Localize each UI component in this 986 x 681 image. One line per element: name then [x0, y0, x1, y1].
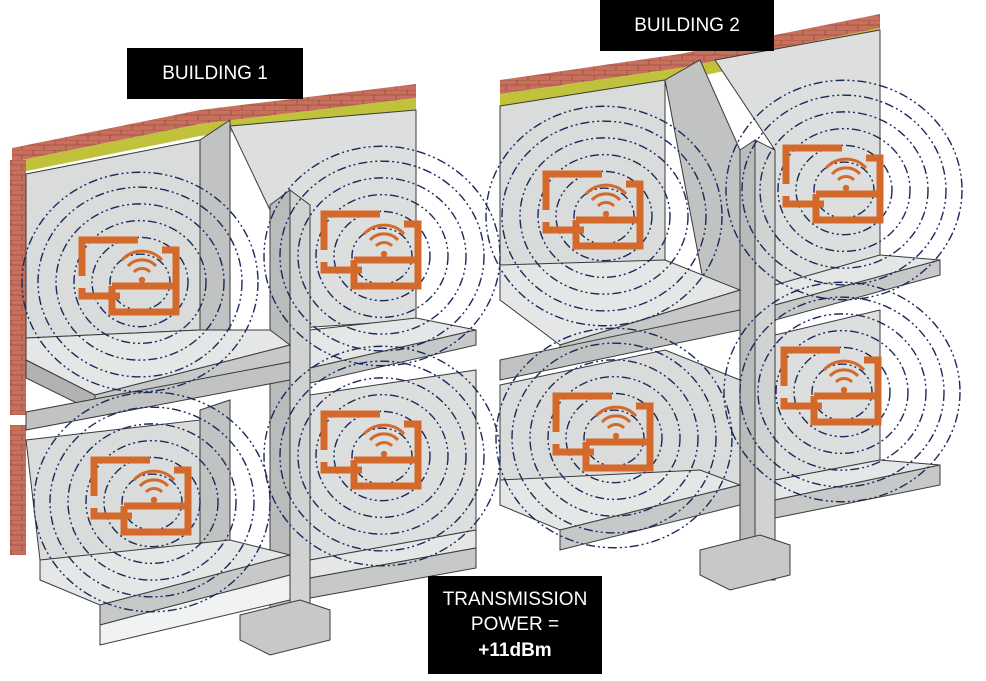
- signal-ring: [21, 171, 259, 393]
- signal-ring: [33, 391, 271, 613]
- signal-ring: [333, 210, 431, 302]
- signal-ring: [739, 296, 945, 488]
- signal-ring: [485, 105, 723, 327]
- signal-ring: [501, 120, 707, 312]
- signal-ring: [315, 193, 449, 319]
- signal-ring: [67, 423, 237, 581]
- signal-ring: [85, 439, 219, 565]
- signal-ring: [529, 359, 699, 517]
- signal-ring: [73, 219, 207, 345]
- signal-ring: [315, 393, 449, 519]
- signal-ring: [547, 375, 681, 501]
- transmission-power-value: +11dBm: [478, 639, 552, 661]
- signal-ring: [495, 327, 733, 549]
- signal-ring: [793, 346, 891, 438]
- signal-ring: [759, 111, 929, 269]
- building-2-structure: [499, 14, 941, 591]
- signal-ring: [263, 145, 501, 367]
- transmission-power-label: TRANSMISSION POWER = +11dBm: [428, 576, 602, 674]
- signal-range-rings: [21, 79, 963, 613]
- signal-ring: [537, 153, 671, 279]
- transmission-power-line-1: TRANSMISSION: [442, 588, 588, 610]
- signal-ring: [37, 186, 243, 378]
- signal-ring: [777, 127, 911, 253]
- signal-ring: [565, 392, 663, 484]
- building-1-label-text: BUILDING 1: [162, 62, 268, 84]
- signal-ring: [795, 144, 893, 236]
- signal-ring: [555, 170, 653, 262]
- signal-ring: [279, 160, 485, 352]
- transmission-power-line-2: POWER =: [470, 614, 560, 636]
- signal-ring: [333, 410, 431, 502]
- signal-ring: [775, 329, 909, 455]
- signal-ring: [757, 313, 927, 471]
- building-2-label-text: BUILDING 2: [634, 14, 740, 36]
- signal-ring: [511, 342, 717, 534]
- signal-ring: [725, 79, 963, 301]
- signal-ring: [519, 137, 689, 295]
- signal-ring: [103, 456, 201, 548]
- signal-ring: [279, 360, 485, 552]
- building-2-label: BUILDING 2: [600, 0, 774, 51]
- building-1-structure: [10, 84, 477, 656]
- signal-ring: [741, 94, 947, 286]
- signal-ring: [723, 281, 961, 503]
- signal-ring: [49, 406, 255, 598]
- signal-ring: [263, 345, 501, 567]
- signal-ring: [91, 236, 189, 328]
- signal-ring: [55, 203, 225, 361]
- signal-ring: [297, 377, 467, 535]
- building-1-label: BUILDING 1: [127, 48, 303, 99]
- signal-ring: [297, 177, 467, 335]
